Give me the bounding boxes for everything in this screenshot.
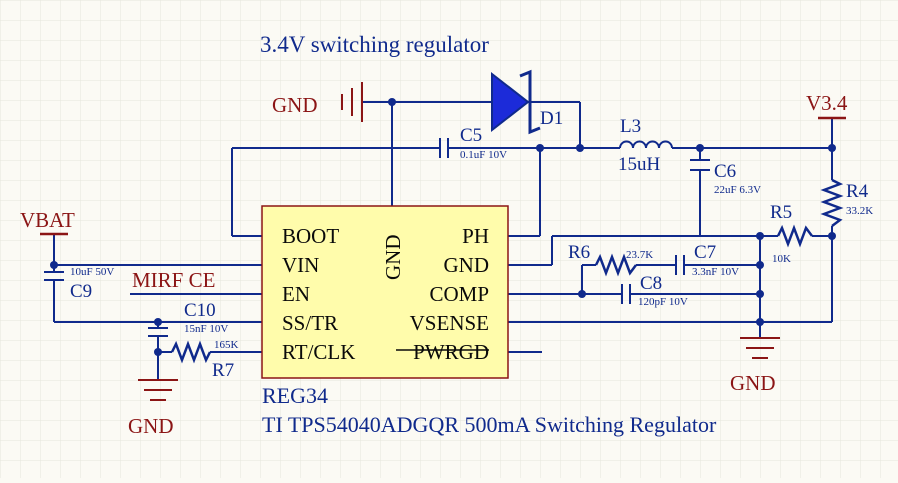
d1-ref: D1 — [540, 108, 563, 129]
junction-dot — [536, 144, 544, 152]
pin-pwrgd-label: PWRGD — [413, 340, 489, 364]
capacitor-c8[interactable] — [621, 284, 631, 304]
junction-dot — [578, 290, 586, 298]
junction-dot — [576, 144, 584, 152]
l3-ref: L3 — [620, 116, 641, 137]
r6-ref: R6 — [568, 242, 590, 263]
wires — [53, 101, 833, 380]
junction-dot — [756, 290, 764, 298]
junction-dot — [154, 318, 162, 326]
pin-en-label: EN — [282, 282, 310, 306]
inductor-coil — [619, 140, 673, 149]
ic-reg34[interactable]: BOOT VIN EN SS/TR RT/CLK PH GND COMP VSE… — [261, 205, 509, 379]
pin-comp-label: COMP — [429, 282, 489, 306]
ic-designator: REG34 — [262, 383, 328, 408]
gnd-power-symbol-top — [341, 82, 363, 122]
gnd-power-symbol-left — [138, 379, 178, 401]
capacitor-c10[interactable] — [148, 327, 168, 337]
c7-ref: C7 — [694, 242, 716, 263]
net-label-gnd-left: GND — [128, 414, 174, 438]
r7-value: 165K — [214, 339, 239, 351]
diode-cathode-bar — [519, 69, 541, 135]
net-label-gnd-top: GND — [272, 93, 318, 117]
net-label-v34: V3.4 — [806, 91, 848, 115]
c10-ref: C10 — [184, 300, 216, 321]
pin-ph-label: PH — [462, 224, 489, 248]
gnd-power-symbol-right — [740, 337, 780, 359]
resistor-r7[interactable] — [170, 340, 212, 364]
junction-dot — [154, 348, 162, 356]
c9-value: 10uF 50V — [70, 266, 114, 278]
diode-d1[interactable] — [491, 69, 541, 135]
pin-sstr-label: SS/TR — [282, 311, 338, 335]
resistor-zigzag — [820, 178, 844, 227]
junction-dot — [50, 261, 58, 269]
r5-value: 10K — [772, 253, 791, 265]
net-label-gnd-right: GND — [730, 371, 776, 395]
pin-gnd-top-label: GND — [381, 235, 405, 281]
junction-dot — [828, 232, 836, 240]
net-label-mirf-ce: MIRF CE — [132, 268, 215, 292]
junction-dot — [756, 232, 764, 240]
c6-ref: C6 — [714, 161, 736, 182]
capacitor-c7[interactable] — [675, 255, 685, 275]
pin-rtclk-label: RT/CLK — [282, 340, 355, 364]
inductor-l3[interactable] — [619, 140, 673, 149]
r4-value: 33.2K — [846, 205, 873, 217]
c9-ref: C9 — [70, 281, 92, 302]
c10-value: 15nF 10V — [184, 323, 228, 335]
diode-triangle — [491, 71, 530, 133]
pin-vsense-label: VSENSE — [410, 311, 489, 335]
junction-dot — [756, 318, 764, 326]
c5-ref: C5 — [460, 125, 482, 146]
pin-gnd-label: GND — [444, 253, 490, 277]
junctions — [50, 98, 836, 356]
ic-description: TI TPS54040ADGQR 500mA Switching Regulat… — [262, 412, 717, 437]
junction-dot — [828, 144, 836, 152]
junction-dot — [756, 261, 764, 269]
pin-boot-label: BOOT — [282, 224, 339, 248]
c8-ref: C8 — [640, 273, 662, 294]
resistor-zigzag — [776, 224, 813, 248]
net-label-vbat: VBAT — [20, 208, 75, 232]
r4-ref: R4 — [846, 181, 869, 202]
resistor-zigzag — [170, 340, 212, 364]
c5-value: 0.1uF 10V — [460, 149, 507, 161]
r5-ref: R5 — [770, 202, 792, 223]
c6-value: 22uF 6.3V — [714, 184, 761, 196]
capacitor-c9[interactable] — [44, 271, 64, 281]
schematic-title: 3.4V switching regulator — [260, 32, 489, 57]
l3-value: 15uH — [618, 154, 661, 175]
resistor-r6[interactable] — [594, 253, 637, 277]
junction-dot — [696, 144, 704, 152]
r6-value: 23.7K — [626, 249, 653, 261]
capacitor-c5[interactable] — [439, 138, 449, 158]
c8-value: 120pF 10V — [638, 296, 688, 308]
r7-ref: R7 — [212, 360, 234, 381]
resistor-zigzag — [594, 253, 637, 277]
capacitor-c6[interactable] — [690, 159, 710, 171]
junction-dot — [388, 98, 396, 106]
pin-vin-label: VIN — [282, 253, 319, 277]
resistor-r5[interactable] — [776, 224, 813, 248]
c7-value: 3.3nF 10V — [692, 266, 739, 278]
resistor-r4[interactable] — [820, 178, 844, 227]
